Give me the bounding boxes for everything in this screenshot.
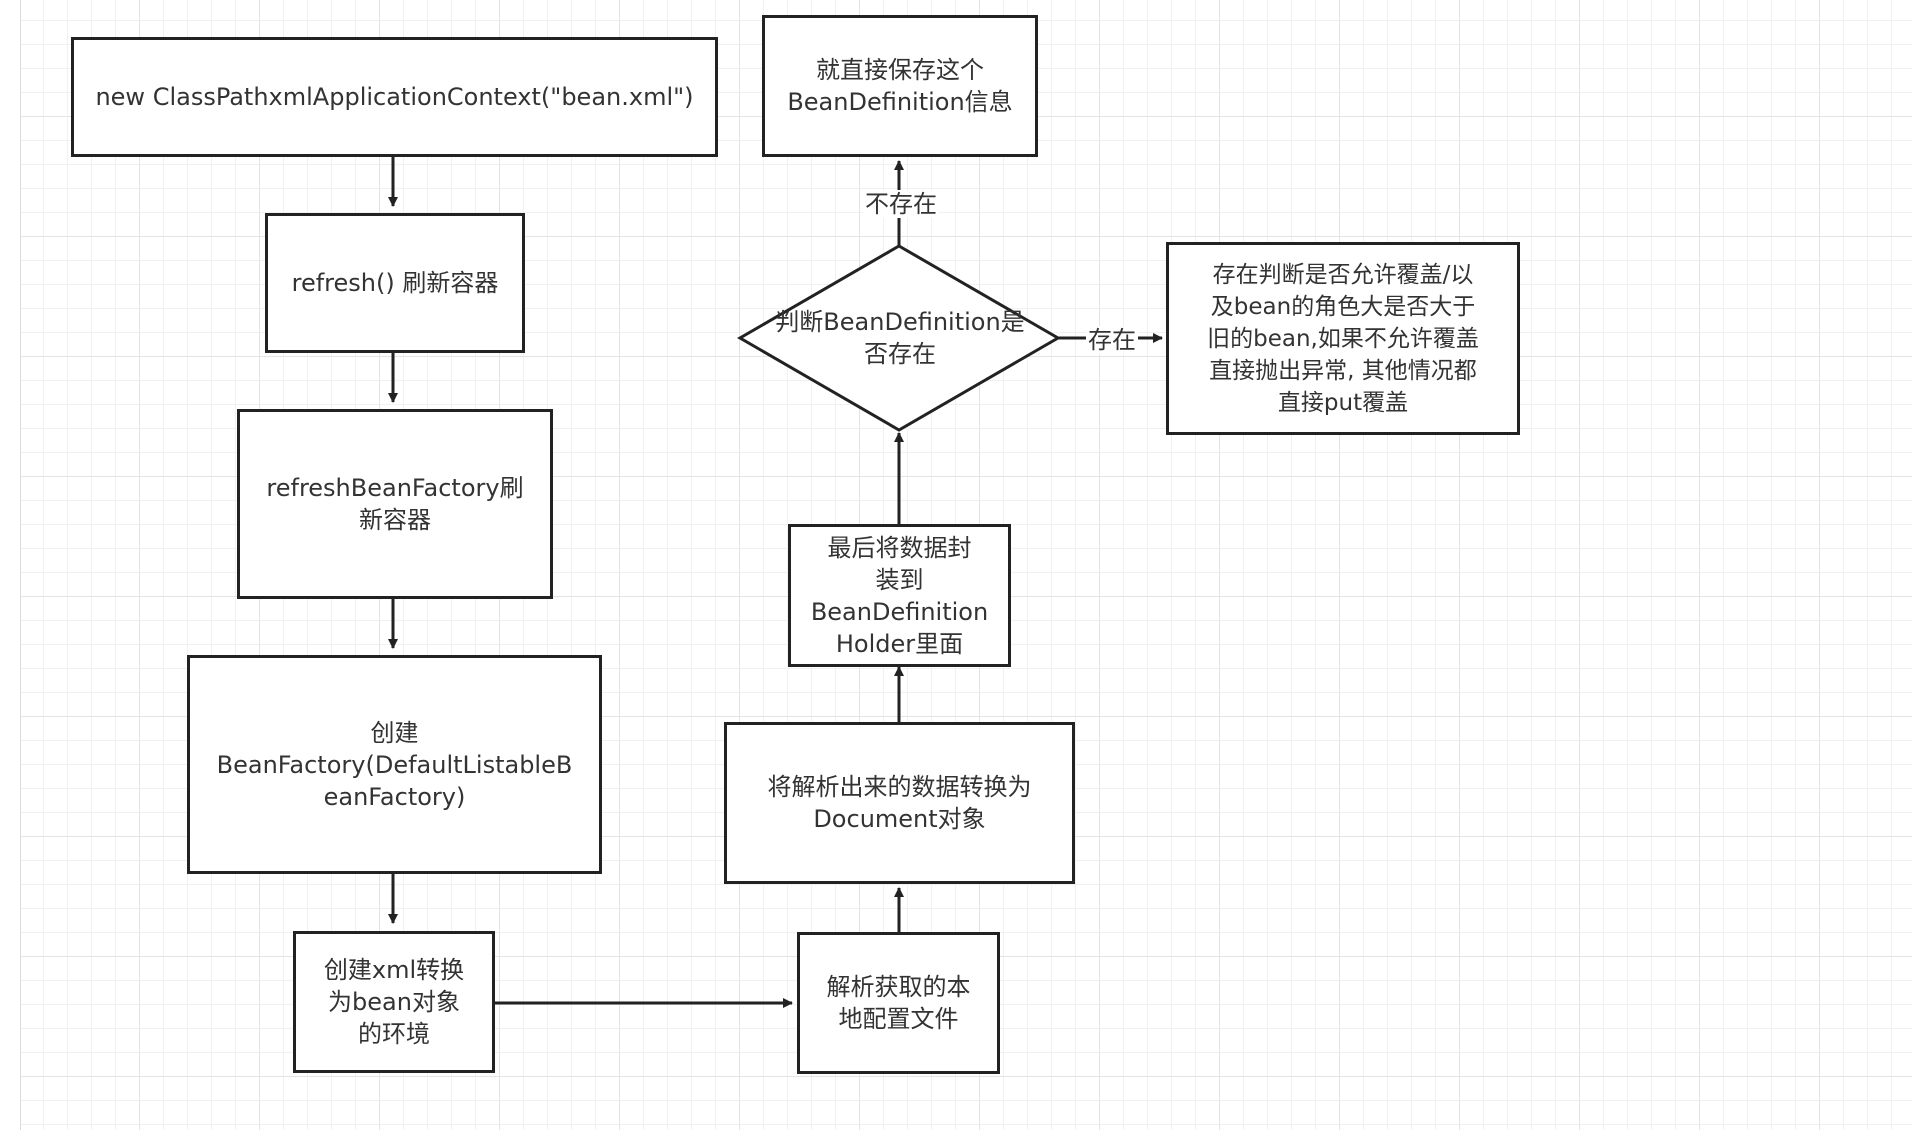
- edge-label-not-exists: 不存在: [863, 190, 939, 218]
- node-exists-handling[interactable]: 存在判断是否允许覆盖/以 及bean的角色大是否大于 旧的bean,如果不允许覆…: [1166, 242, 1520, 435]
- node-judge-exists[interactable]: 判断BeanDefinition是 否存在: [775, 308, 1025, 368]
- node-convert-document[interactable]: 将解析出来的数据转换为 Document对象: [724, 722, 1075, 884]
- node-parse-local-config[interactable]: 解析获取的本 地配置文件: [797, 932, 1000, 1074]
- judge-diamond-shape: [737, 244, 1061, 432]
- node-new-context[interactable]: new ClassPathxmlApplicationContext("bean…: [71, 37, 718, 157]
- node-wrap-holder[interactable]: 最后将数据封 装到 BeanDefinition Holder里面: [788, 524, 1011, 667]
- node-create-xml-env[interactable]: 创建xml转换 为bean对象 的环境: [293, 931, 495, 1073]
- node-refresh-bean-factory[interactable]: refreshBeanFactory刷 新容器: [237, 409, 553, 599]
- node-save-definition[interactable]: 就直接保存这个 BeanDefinition信息: [762, 15, 1038, 157]
- node-refresh[interactable]: refresh() 刷新容器: [265, 213, 525, 353]
- node-create-bean-factory[interactable]: 创建 BeanFactory(DefaultListableB eanFacto…: [187, 655, 602, 874]
- edge-label-exists: 存在: [1086, 326, 1138, 354]
